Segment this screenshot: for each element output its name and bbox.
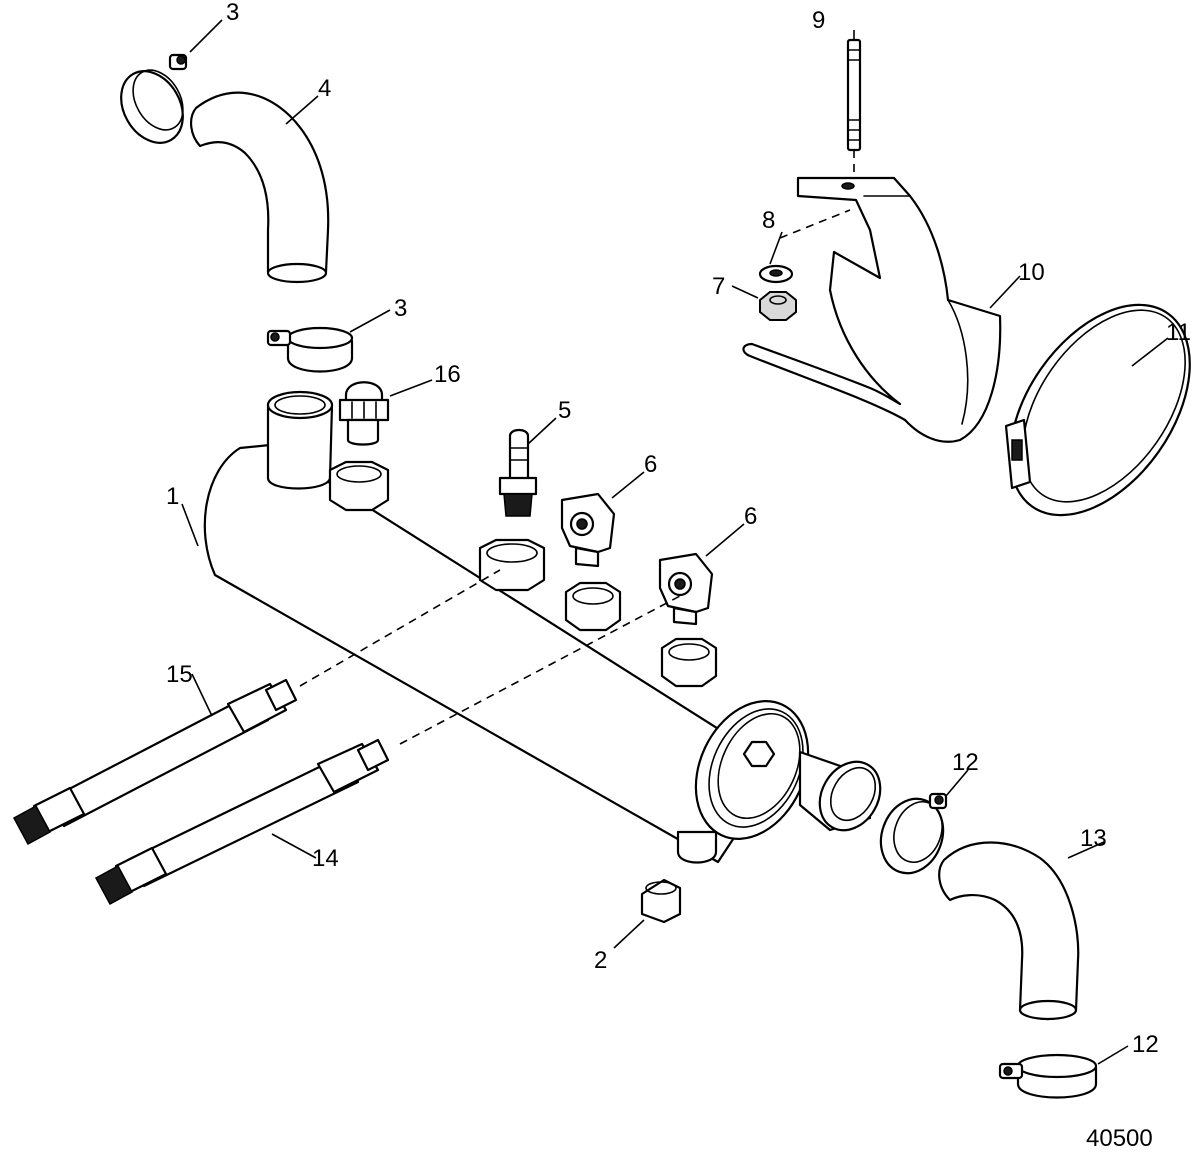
part-16-fitting (338, 381, 390, 446)
callout-6-a: 6 (644, 451, 657, 478)
callout-12-lower: 12 (1132, 1031, 1159, 1058)
part-3-clamp-middle (266, 326, 354, 373)
part-8-washer (758, 264, 794, 284)
assembly-line-15 (299, 569, 501, 687)
callout-5: 5 (558, 397, 571, 424)
part-4-elbow-hose (190, 91, 330, 284)
callout-8: 8 (762, 207, 775, 234)
part-2-drain-plug (640, 878, 682, 924)
callout-2: 2 (594, 947, 607, 974)
callout-3-upper: 3 (226, 0, 239, 26)
part-6-elbow-fitting-a (560, 492, 616, 568)
callout-12-upper: 12 (952, 749, 979, 776)
callout-14: 14 (312, 845, 339, 872)
callout-7: 7 (712, 273, 725, 300)
part-15-flex-hose (12, 678, 298, 846)
body-hex-nut (478, 538, 546, 592)
part-11-hose-clamp (1004, 303, 1191, 517)
part-13-elbow-hose (938, 841, 1080, 1021)
figure-number: 40500 (1086, 1125, 1153, 1152)
callout-3-middle: 3 (394, 295, 407, 322)
callout-4: 4 (318, 75, 331, 102)
part-3-clamp-upper (120, 53, 188, 144)
part-12-clamp-lower (998, 1053, 1098, 1099)
assembly-line-14 (399, 595, 681, 745)
part-14-flex-hose (94, 738, 390, 906)
callout-16: 16 (434, 361, 461, 388)
callout-15: 15 (166, 661, 193, 688)
part-12-clamp-outlet (879, 792, 948, 875)
callout-9: 9 (812, 7, 825, 34)
callout-6-b: 6 (744, 503, 757, 530)
part-1-cooler-body (203, 390, 882, 864)
part-5-hose-barb (498, 428, 538, 517)
callout-11: 11 (1166, 319, 1191, 346)
callout-1: 1 (166, 483, 179, 510)
callout-10: 10 (1018, 259, 1045, 286)
part-7-nut (759, 291, 797, 321)
part-9-stud (846, 38, 862, 180)
leader-lines (181, 19, 1169, 1065)
callout-13: 13 (1080, 825, 1107, 852)
part-6-elbow-fitting-b (658, 552, 714, 626)
part-10-bracket (742, 176, 1002, 443)
